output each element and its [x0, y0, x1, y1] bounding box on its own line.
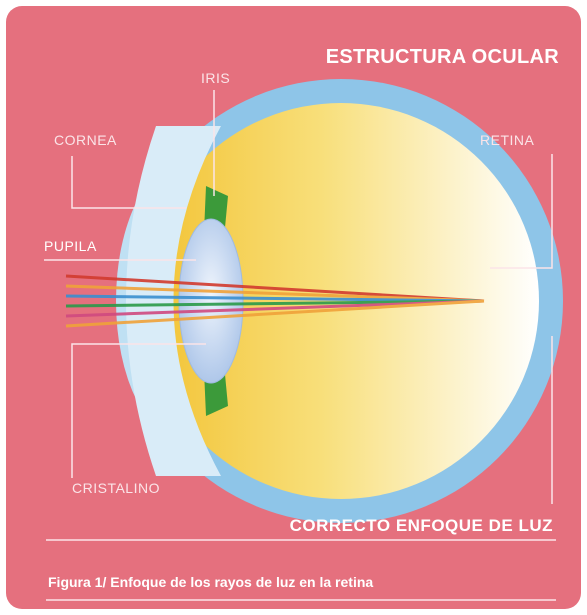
ray-blue	[65, 294, 485, 303]
leader-lines	[44, 90, 556, 601]
ray-orange-2	[65, 299, 485, 328]
diagram-card: ESTRUCTURA OCULAR IRIS CORNEA PUPILA CRI…	[6, 6, 581, 609]
label-cornea: CORNEA	[54, 132, 117, 148]
ray-red	[65, 274, 485, 303]
ray-pink	[65, 299, 485, 318]
ray-orange	[65, 284, 485, 303]
focus-text: CORRECTO ENFOQUE DE LUZ	[289, 516, 553, 535]
ray-green	[65, 299, 485, 308]
eye-diagram	[44, 79, 563, 601]
label-retina: RETINA	[480, 132, 535, 148]
label-iris: IRIS	[201, 70, 231, 86]
cristalino-leader	[71, 343, 206, 478]
light-rays	[65, 274, 485, 328]
anterior-chamber	[126, 126, 221, 476]
figure-caption: Figura 1/ Enfoque de los rayos de luz en…	[48, 574, 374, 590]
label-cristalino: CRISTALINO	[72, 480, 160, 496]
retina-leader-top	[490, 154, 553, 269]
crystalline-lens	[178, 218, 244, 384]
cornea-leader	[71, 156, 186, 209]
vitreous-body	[143, 103, 539, 499]
diagram-title: ESTRUCTURA OCULAR	[325, 46, 559, 68]
label-pupila: PUPILA	[44, 238, 97, 254]
